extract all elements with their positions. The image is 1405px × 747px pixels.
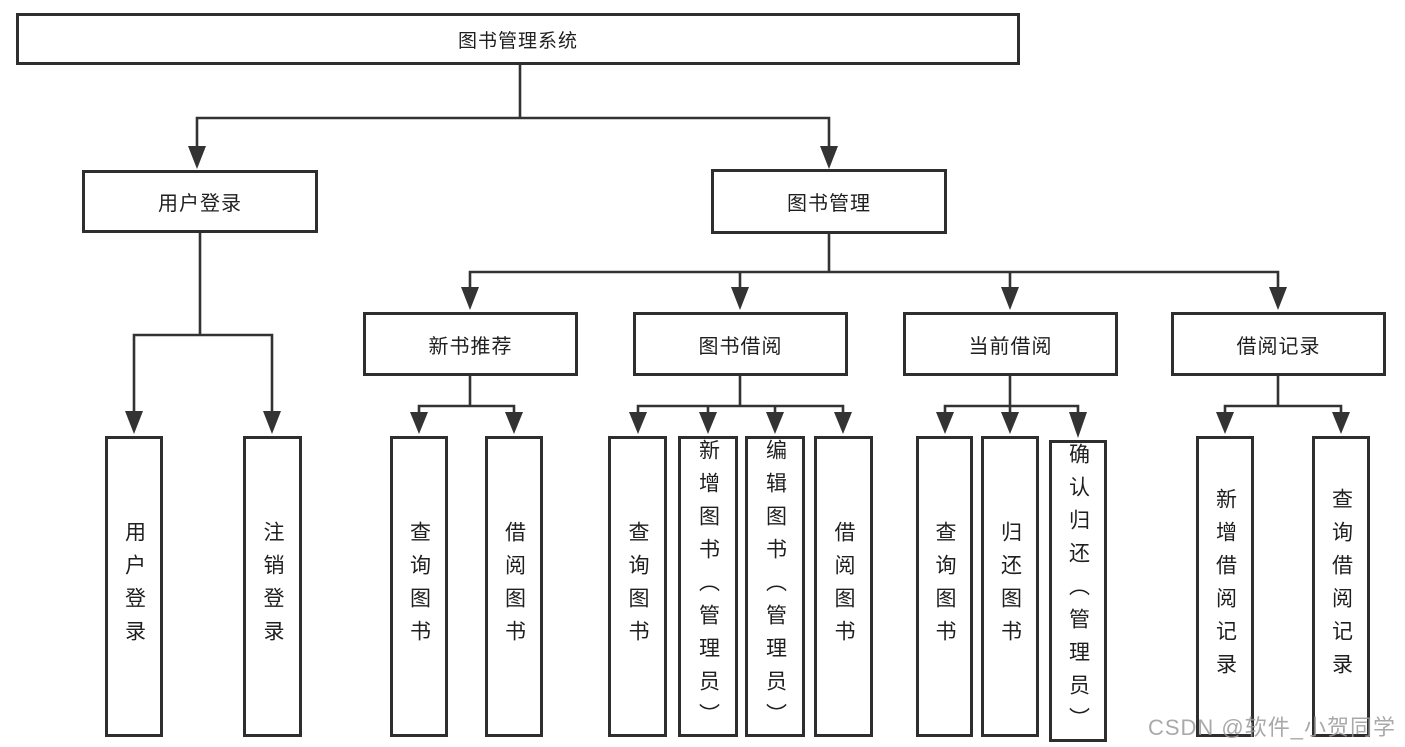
arrow-down-icon <box>731 287 749 310</box>
leaf-label: 查询图书 <box>933 520 956 653</box>
arrow-down-icon <box>699 412 717 434</box>
leaf-borrow-books-recommend: 借阅图书 <box>485 436 543 737</box>
arrow-down-icon <box>1332 412 1350 434</box>
node-new-book-recommendation: 新书推荐 <box>363 312 578 376</box>
node-label: 图书管理 <box>787 193 871 215</box>
arrow-down-icon <box>834 412 852 434</box>
arrow-down-icon <box>188 146 206 169</box>
arrow-down-icon <box>125 411 143 434</box>
leaf-user-login: 用户登录 <box>105 436 163 737</box>
leaf-return-books: 归还图书 <box>981 436 1039 737</box>
node-label: 图书借阅 <box>698 335 783 358</box>
node-borrowing-records: 借阅记录 <box>1171 312 1386 376</box>
node-user-login: 用户登录 <box>82 170 318 233</box>
arrow-down-icon <box>263 411 281 434</box>
arrow-down-icon <box>629 412 647 434</box>
node-label: 用户登录 <box>158 193 242 215</box>
leaf-query-borrow-record: 查询借阅记录 <box>1312 436 1370 737</box>
arrow-down-icon <box>410 412 428 434</box>
arrow-down-icon <box>1216 412 1234 434</box>
node-label: 图书管理系统 <box>457 30 578 52</box>
leaf-add-books-admin: 新增图书（管理员） <box>678 436 738 737</box>
arrowhead-icons <box>125 146 1350 438</box>
leaf-label: 新增图书（管理员） <box>696 439 720 736</box>
arrow-down-icon <box>1001 412 1019 434</box>
arrow-down-icon <box>820 146 838 169</box>
arrow-down-icon <box>461 287 479 310</box>
leaf-query-books-borrow: 查询图书 <box>608 436 667 737</box>
leaf-logout: 注销登录 <box>243 436 302 737</box>
leaf-label: 新增借阅记录 <box>1213 487 1237 686</box>
node-label: 借阅记录 <box>1236 335 1321 358</box>
leaf-label: 查询图书 <box>407 520 431 653</box>
leaf-label: 查询图书 <box>626 520 649 653</box>
leaf-label: 归还图书 <box>998 520 1022 653</box>
arrow-down-icon <box>1069 412 1087 438</box>
arrow-down-icon <box>505 412 523 434</box>
node-current-borrowing: 当前借阅 <box>903 312 1118 376</box>
node-label: 新书推荐 <box>428 335 513 358</box>
leaf-edit-books-admin: 编辑图书（管理员） <box>745 436 805 737</box>
leaf-confirm-return-admin: 确认归还（管理员） <box>1049 440 1107 742</box>
leaf-borrow-books: 借阅图书 <box>814 436 873 737</box>
csdn-watermark: CSDN @软件_小贺同学 <box>1147 715 1396 740</box>
node-library-management-system: 图书管理系统 <box>16 13 1020 65</box>
leaf-label: 查询借阅记录 <box>1329 487 1353 686</box>
leaf-label: 借阅图书 <box>502 520 526 653</box>
node-label: 当前借阅 <box>968 335 1053 358</box>
node-book-borrowing: 图书借阅 <box>633 312 848 376</box>
leaf-add-borrow-record: 新增借阅记录 <box>1196 436 1254 737</box>
leaf-label: 编辑图书（管理员） <box>763 439 787 736</box>
arrow-down-icon <box>766 412 784 434</box>
leaf-query-books-recommend: 查询图书 <box>390 436 448 737</box>
arrow-down-icon <box>936 412 954 434</box>
leaf-label: 用户登录 <box>122 520 146 653</box>
arrow-down-icon <box>1269 287 1287 310</box>
arrow-down-icon <box>1001 287 1019 310</box>
leaf-label: 确认归还（管理员） <box>1066 443 1090 740</box>
leaf-label: 注销登录 <box>261 520 284 653</box>
leaf-label: 借阅图书 <box>832 520 855 653</box>
leaf-query-books-current: 查询图书 <box>916 436 973 737</box>
node-book-management: 图书管理 <box>711 169 947 234</box>
